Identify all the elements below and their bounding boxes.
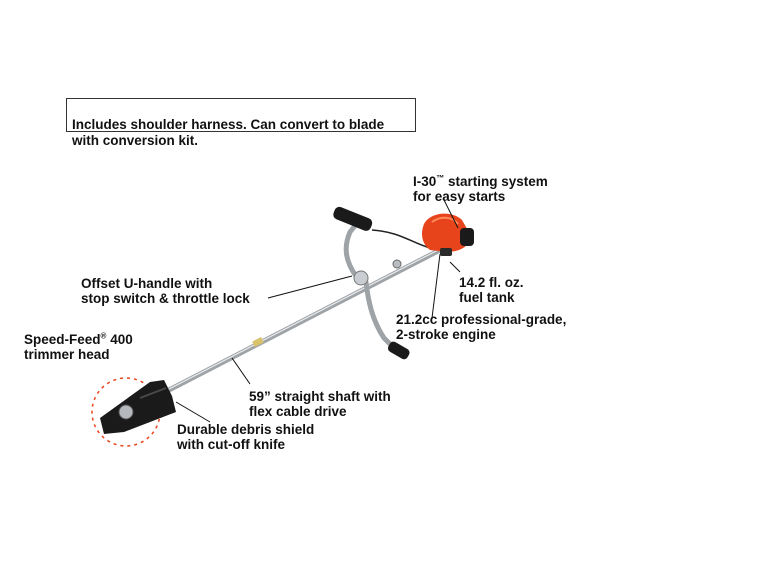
starting-system-text: starting system [444,174,548,189]
u-handle-right-arm [363,279,401,355]
shaft-label [252,337,264,347]
callout-starting-system-line-1: I-30™ starting system [413,174,548,189]
u-handle-left-grip [333,206,373,231]
debris-shield-shape [100,380,176,434]
shaft-highlight [139,248,441,405]
leader-u-handle [267,275,353,299]
callout-starting-system: I-30™ starting system for easy starts [413,174,548,204]
callout-engine-line-2: 2-stroke engine [396,327,496,342]
callout-u-handle-line-2: stop switch & throttle lock [81,291,250,306]
callout-engine: 21.2cc professional-grade, 2-stroke engi… [396,312,566,342]
trimmer-head-model: Speed-Feed [24,332,101,347]
callout-debris-shield-line-1: Durable debris shield [177,422,315,437]
feature-note-line-2: with conversion kit. [72,133,199,148]
starter-housing [460,228,474,246]
callout-fuel-tank: 14.2 fl. oz. fuel tank [459,275,524,305]
callout-debris-shield: Durable debris shield with cut-off knife [177,422,314,452]
cutting-head [100,380,176,434]
callout-trimmer-head: Speed-Feed® 400 trimmer head [24,332,133,362]
leader-shaft [231,357,251,385]
callout-debris-shield-line-2: with cut-off knife [177,437,285,452]
callout-trimmer-head-line-1: Speed-Feed® 400 [24,332,133,347]
trimmer-head-hub [118,404,134,420]
feature-note-line-1: Includes shoulder harness. Can convert t… [72,117,385,132]
leader-fuel-tank [449,261,461,273]
callout-shaft-line-2: flex cable drive [249,404,347,419]
shield-ridge [139,387,167,399]
callout-u-handle-line-1: Offset U-handle with [81,276,213,291]
engine-cover-highlight [431,216,459,225]
callout-starting-system-line-2: for easy starts [413,189,506,204]
starting-system-model: I-30 [413,174,437,189]
leader-engine [431,253,441,319]
registered-mark: ® [100,331,107,341]
straight-shaft [137,247,443,408]
leader-debris-shield [175,401,211,423]
u-handle-right-grip [387,341,410,360]
trademark-mark: ™ [436,173,445,183]
u-handle-left-arm [343,219,361,279]
feature-note-box: Includes shoulder harness. Can convert t… [66,98,416,148]
callout-shaft-line-1: 59” straight shaft with [249,389,391,404]
engine-assembly [422,213,474,256]
throttle-cable [371,229,431,249]
leader-starting-system [443,199,459,229]
callout-fuel-tank-line-2: fuel tank [459,290,515,305]
callout-fuel-tank-line-1: 14.2 fl. oz. [459,275,524,290]
callout-u-handle: Offset U-handle with stop switch & throt… [81,276,250,306]
callout-engine-line-1: 21.2cc professional-grade, [396,312,567,327]
callout-shaft: 59” straight shaft with flex cable drive [249,389,391,419]
callout-trimmer-head-line-2: trimmer head [24,347,110,362]
harness-ring [392,259,402,269]
handle-clamp [353,270,369,286]
trimmer-head-number: 400 [106,332,133,347]
fuel-tank [440,248,452,256]
